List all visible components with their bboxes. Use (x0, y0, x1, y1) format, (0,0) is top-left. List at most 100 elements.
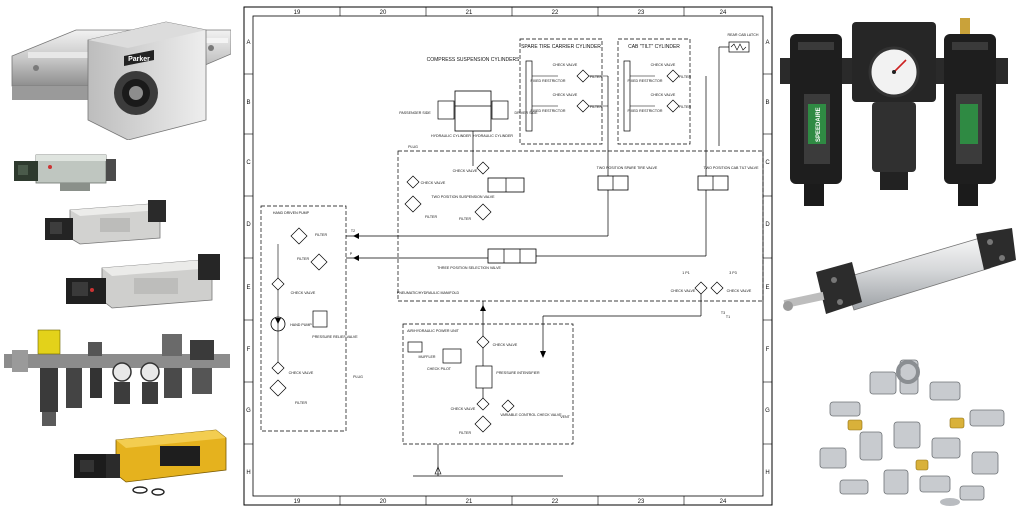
label-filter: FILTER (297, 257, 310, 261)
row-label: C (765, 160, 770, 166)
cab-tilt-box (617, 38, 691, 145)
title-rear-cab-latch: REAR CAB LATCH (728, 33, 759, 37)
label-power-unit: AIR/HYDRAULIC POWER UNIT (407, 329, 460, 333)
label-manifold: PNEUMATIC/HYDRAULIC MANIFOLD (397, 291, 460, 295)
title-spare-tire: SPARE TIRE CARRIER CYLINDER (521, 44, 601, 50)
solenoid-valve-medium-image (45, 200, 166, 245)
label-port-3p: 3 P3 (729, 271, 736, 275)
label-check-valve: CHECK VALVE (421, 181, 446, 185)
label-filter: FILTER (295, 401, 308, 405)
label-filter: FILTER (590, 75, 603, 79)
label-port-t2: T2 (351, 229, 355, 233)
col-label: 24 (720, 10, 727, 16)
row-label: D (246, 222, 251, 228)
label-filter: FILTER (459, 431, 472, 435)
label-fixed-restrictor: FIXED RESTRICTOR (628, 79, 663, 83)
label-plug: PLUG (353, 375, 363, 379)
col-label: 19 (294, 499, 301, 505)
label-two-position-suspension: TWO POSITION SUSPENSION VALVE (431, 195, 495, 199)
row-label: A (246, 40, 250, 46)
label-check-valve: CHECK VALVE (451, 407, 476, 411)
col-label: 22 (552, 10, 559, 16)
label-port-t1: T1 (726, 315, 730, 319)
label-fixed-restrictor: FIXED RESTRICTOR (531, 109, 566, 113)
hydraulic-fittings-image (819, 359, 1005, 506)
row-label: C (246, 160, 251, 166)
col-label: 19 (294, 10, 301, 16)
hand-pump-box (260, 205, 347, 432)
label-hydraulic-cylinder-left: HYDRAULIC CYLINDER (431, 134, 471, 138)
label-hand-pump: HAND PUMP (290, 323, 312, 327)
label-vent: VENT (560, 415, 570, 419)
power-unit-box (402, 323, 574, 445)
row-label: G (765, 408, 770, 414)
label-filter: FILTER (679, 75, 692, 79)
hydraulic-schematic-sheet: 19 20 21 22 23 24 19 20 21 22 23 24 A B … (243, 6, 773, 506)
row-label: B (246, 100, 250, 106)
label-check-valve: CHECK VALVE (453, 169, 478, 173)
row-label: D (765, 222, 770, 228)
modular-frl-assembly-image (4, 329, 230, 426)
label-hand-driven-pump: HAND DRIVEN PUMP (273, 211, 310, 215)
col-label: 21 (466, 499, 473, 505)
col-label: 21 (466, 10, 473, 16)
yellow-solenoid-valve-image (74, 429, 227, 496)
label-hydraulic-cylinder-right: HYDRAULIC CYLINDER (473, 134, 513, 138)
label-three-position: THREE POSITION SELECTION VALVE (437, 266, 501, 270)
row-label: H (246, 470, 250, 476)
label-filter: FILTER (425, 215, 438, 219)
row-label: F (247, 347, 251, 353)
label-pressure-relief: PRESSURE RELIEF VALVE (312, 335, 358, 339)
label-fixed-restrictor: FIXED RESTRICTOR (628, 109, 663, 113)
hydraulic-schematic-diagram: 19 20 21 22 23 24 19 20 21 22 23 24 A B … (243, 6, 773, 506)
row-label: B (765, 100, 769, 106)
title-compress-suspension: COMPRESS SUSPENSION CYLINDERS (427, 57, 520, 63)
manifold-box (397, 150, 764, 302)
label-muffler: MUFFLER (419, 355, 436, 359)
label-port-t3: T3 (721, 311, 725, 315)
label-check-valve: CHECK VALVE (651, 63, 676, 67)
label-check-valve: CHECK VALVE (291, 291, 316, 295)
solenoid-valve-large-image (66, 254, 220, 309)
col-label: 20 (380, 10, 387, 16)
label-pressure-intensifier: PRESSURE INTENSIFIER (496, 371, 540, 375)
label-two-position-cab: TWO POSITION CAB TILT VALVE (704, 166, 760, 170)
solenoid-valve-small-image (14, 154, 116, 191)
label-check-valve: CHECK VALVE (493, 343, 518, 347)
spare-tire-box (519, 38, 603, 145)
label-check-valve: CHECK VALVE (727, 289, 752, 293)
label-port-1p: 1 P1 (682, 271, 689, 275)
col-label: 22 (552, 499, 559, 505)
title-cab-tilt: CAB "TILT" CYLINDER (628, 44, 680, 50)
label-check-pilot: CHECK PILOT (427, 367, 452, 371)
filter-regulator-lubricator-image: SPEEDAIRE (780, 18, 1008, 206)
label-check-valve: CHECK VALVE (671, 289, 696, 293)
row-label: A (765, 40, 769, 46)
label-check-valve: CHECK VALVE (651, 93, 676, 97)
label-fixed-restrictor: FIXED RESTRICTOR (531, 79, 566, 83)
label-filter: FILTER (679, 105, 692, 109)
label-plug: PLUG (408, 145, 418, 149)
row-label: H (765, 470, 769, 476)
col-label: 20 (380, 499, 387, 505)
rotary-actuator-image: Parker (11, 21, 231, 140)
label-variable-control: VARIABLE CONTROL CHECK VALVE (500, 413, 562, 417)
col-label: 24 (720, 499, 727, 505)
row-label: G (246, 408, 251, 414)
label-two-position-spare: TWO POSITION SPARE TIRE VALVE (597, 166, 658, 170)
label-filter: FILTER (315, 233, 328, 237)
pneumatic-cylinder-image (783, 228, 1016, 314)
speedaire-logo-text: SPEEDAIRE (816, 107, 822, 142)
col-label: 23 (638, 10, 645, 16)
label-port-p: P (350, 252, 353, 256)
row-label: E (765, 285, 769, 291)
label-passenger-side: PASSENGER SIDE (399, 111, 431, 115)
col-label: 23 (638, 499, 645, 505)
label-check-valve: CHECK VALVE (289, 371, 314, 375)
parker-logo-text: Parker (128, 56, 150, 63)
label-filter: FILTER (459, 217, 472, 221)
label-check-valve: CHECK VALVE (553, 63, 578, 67)
row-label: E (246, 285, 250, 291)
label-filter: FILTER (590, 105, 603, 109)
label-check-valve: CHECK VALVE (553, 93, 578, 97)
